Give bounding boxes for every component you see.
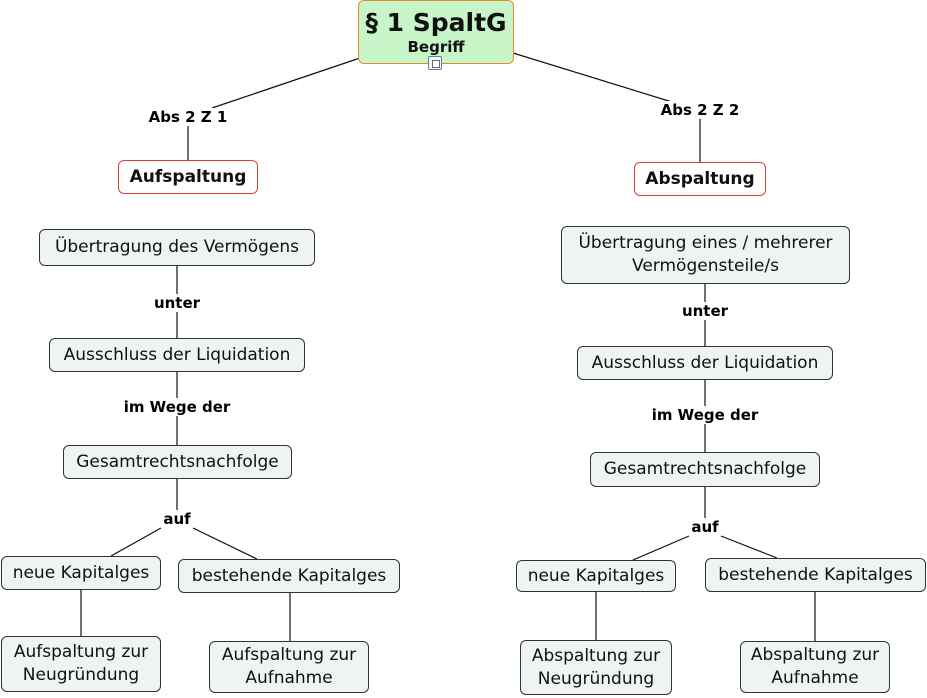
root-subtitle: Begriff [407,38,465,56]
topic-label: Aufspaltung zur Neugründung [13,642,149,685]
topic-left-succession[interactable]: Gesamtrechtsnachfolge [63,445,292,479]
topic-right-result-existing[interactable]: Abspaltung zur Aufnahme [740,641,890,693]
topic-label: neue Kapitalges [12,562,150,583]
root-topic[interactable]: § 1 SpaltG Begriff [358,0,514,64]
topic-label: Gesamtrechtsnachfolge [603,459,807,479]
link-label-abs2z2: Abs 2 Z 2 [658,101,742,119]
topic-label: Abspaltung zur Neugründung [531,645,661,689]
topic-left-result-new[interactable]: Aufspaltung zur Neugründung [1,636,161,692]
link-label-unter: unter [151,294,203,312]
topic-left-existing-company[interactable]: bestehende Kapitalges [178,559,400,593]
topic-label: Übertragung des Vermögens [54,237,300,257]
link-label-auf: auf [161,510,193,528]
topic-label: bestehende Kapitalges [718,564,913,585]
topic-right-result-new[interactable]: Abspaltung zur Neugründung [520,640,672,695]
topic-abspaltung[interactable]: Abspaltung [634,162,766,196]
link-label-wege: im Wege der [649,406,761,424]
link-label-wege: im Wege der [121,398,233,416]
topic-label: bestehende Kapitalges [191,565,387,586]
topic-left-transfer[interactable]: Übertragung des Vermögens [39,229,315,266]
link-label-abs2z1: Abs 2 Z 1 [146,108,230,126]
topic-label: Abspaltung [645,168,755,189]
topic-right-existing-company[interactable]: bestehende Kapitalges [705,558,926,592]
topic-right-succession[interactable]: Gesamtrechtsnachfolge [590,452,820,487]
topic-label: Ausschluss der Liquidation [591,352,819,373]
link-label-unter: unter [679,302,731,320]
topic-label: Gesamtrechtsnachfolge [76,451,279,472]
topic-right-new-company[interactable]: neue Kapitalges [516,560,676,592]
root-title: § 1 SpaltG [365,8,507,37]
topic-left-new-company[interactable]: neue Kapitalges [1,556,161,590]
topic-label: Ausschluss der Liquidation [63,344,291,365]
topic-right-exclusion[interactable]: Ausschluss der Liquidation [577,346,833,380]
topic-label: Aufspaltung zur Aufnahme [221,645,357,688]
note-icon[interactable] [428,56,442,70]
topic-label: Aufspaltung [129,166,247,187]
topic-right-transfer[interactable]: Übertragung eines / mehrerer Vermögenste… [561,226,850,284]
link-label-auf: auf [689,518,721,536]
topic-left-result-existing[interactable]: Aufspaltung zur Aufnahme [209,641,369,693]
topic-left-exclusion[interactable]: Ausschluss der Liquidation [49,338,305,372]
topic-label: neue Kapitalges [527,565,665,586]
topic-label: Übertragung eines / mehrerer Vermögenste… [578,233,833,276]
topic-aufspaltung[interactable]: Aufspaltung [118,160,258,194]
topic-label: Abspaltung zur Aufnahme [750,645,880,688]
